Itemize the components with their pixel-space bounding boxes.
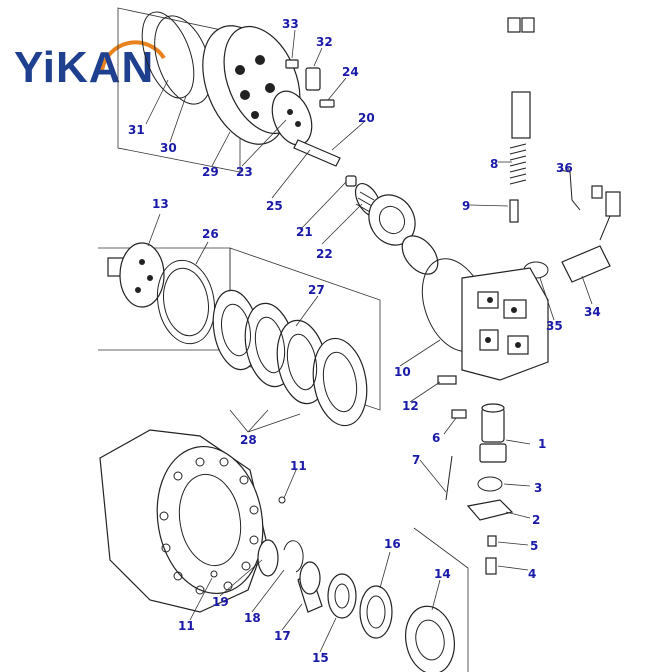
upper-right-valve [507,17,535,223]
callout-21: 21 [296,225,313,239]
callout-18: 18 [244,611,261,625]
seal-ring-31 [141,11,195,99]
spring-32 [305,67,321,91]
callout-11-lower: 11 [178,619,195,633]
o-ring-3 [477,476,503,492]
callout-15: 15 [312,651,329,665]
callout-8: 8 [490,157,498,171]
callout-28: 28 [240,433,257,447]
spring-8 [509,143,527,185]
callout-27: 27 [308,283,325,297]
left-gears [98,242,231,351]
callout-36: 36 [556,161,573,175]
callout-19: 19 [212,595,229,609]
callout-29: 29 [202,165,219,179]
planetary-group [212,247,381,427]
callout-24: 24 [342,65,359,79]
bolt-6 [451,409,467,419]
callout-1: 1 [538,437,546,451]
sensor-body-34 [561,245,611,283]
brake-piston [368,194,416,246]
plug-9 [509,199,519,223]
callout-20: 20 [358,111,375,125]
plug-5 [487,535,497,547]
shaft-25 [293,139,341,167]
sensor-assembly [523,169,621,283]
callout-labels: 1 2 3 4 5 6 7 8 9 10 11 11 12 13 14 15 1… [128,17,601,665]
dowel-11-upper [278,496,286,504]
callout-32: 32 [316,35,333,49]
bolt-12 [437,375,457,385]
callout-17: 17 [274,629,291,643]
bearing-15 [327,573,357,619]
callout-25: 25 [266,199,283,213]
bolt-4 [485,557,497,575]
callout-2: 2 [532,513,540,527]
bearing-19 [257,539,279,577]
callout-12: 12 [402,399,419,413]
callout-14: 14 [434,567,451,581]
hub-housing [99,429,286,613]
callout-13: 13 [152,197,169,211]
ring-26 [156,259,216,345]
callout-11-upper: 11 [290,459,307,473]
callout-33: 33 [282,17,299,31]
dowel-11-lower [210,570,218,578]
callout-22: 22 [316,247,333,261]
motor-housing [421,258,549,385]
cover-14 [405,605,455,672]
callout-16: 16 [384,537,401,551]
upper-left-group [117,7,341,173]
callout-23: 23 [236,165,253,179]
logo-text: YiKAN [14,43,155,92]
callout-30: 30 [160,141,177,155]
rod-7 [445,455,453,501]
snap-ring-18 [283,540,304,573]
middle-upper-parts [345,175,439,275]
brand-logo: YiKAN [14,30,174,100]
callout-7: 7 [412,453,420,467]
logo-arc [100,40,166,71]
seal-16 [359,585,393,639]
counterbalance-valve [445,403,514,575]
pin-33 [285,59,299,69]
ball-21 [345,175,357,187]
callout-3: 3 [534,481,542,495]
callout-4: 4 [528,567,536,581]
callout-35: 35 [546,319,563,333]
bolt-24 [319,99,335,108]
callout-26: 26 [202,227,219,241]
valve-plate [401,235,439,275]
callout-9: 9 [462,199,470,213]
callout-6: 6 [432,431,440,445]
callout-34: 34 [584,305,601,319]
cover-2 [466,499,514,521]
bottom-small-parts [257,527,469,672]
callout-10: 10 [394,365,411,379]
callout-31: 31 [128,123,145,137]
leader-lines [145,29,593,653]
callout-5: 5 [530,539,538,553]
